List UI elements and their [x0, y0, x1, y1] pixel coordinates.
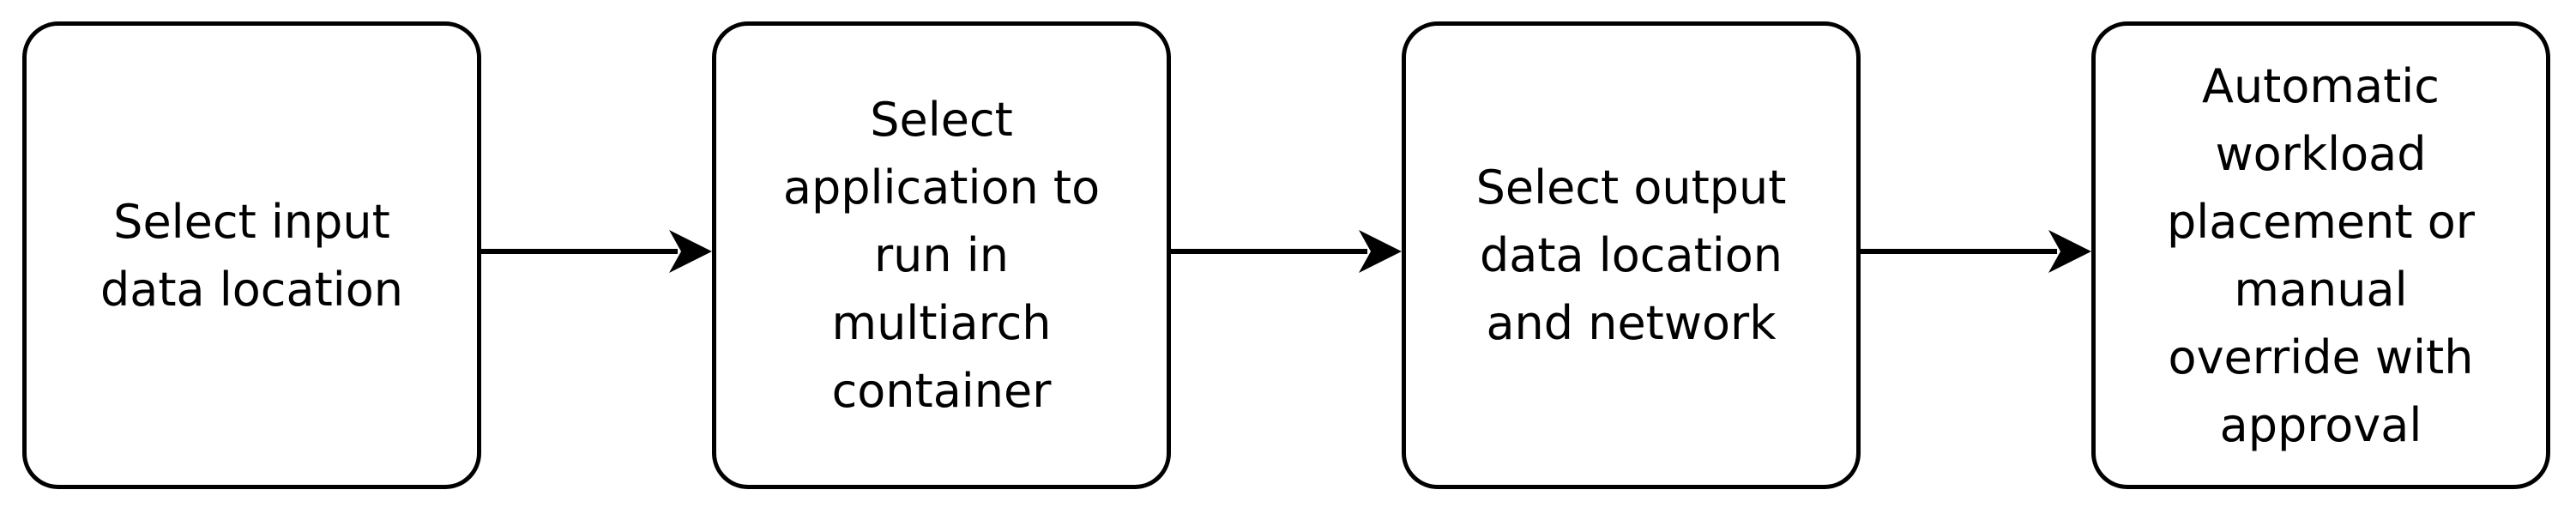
step-select-application-box: Select application to run in multiarch c…: [712, 21, 1171, 489]
step-select-application-label: Select application to run in multiarch c…: [782, 93, 1101, 418]
step-select-input-label: Select input data location: [100, 194, 404, 317]
arrow-1: [481, 230, 712, 273]
step-select-output-box: Select output data location and network: [1402, 21, 1861, 489]
step-workload-placement-label: Automatic workload placement or manual o…: [2167, 58, 2475, 452]
arrow-3: [1861, 230, 2091, 273]
step-select-output-label: Select output data location and network: [1475, 160, 1787, 350]
step-workload-placement-box: Automatic workload placement or manual o…: [2091, 21, 2550, 489]
arrow-2: [1171, 230, 1402, 273]
step-select-input-box: Select input data location: [22, 21, 481, 489]
